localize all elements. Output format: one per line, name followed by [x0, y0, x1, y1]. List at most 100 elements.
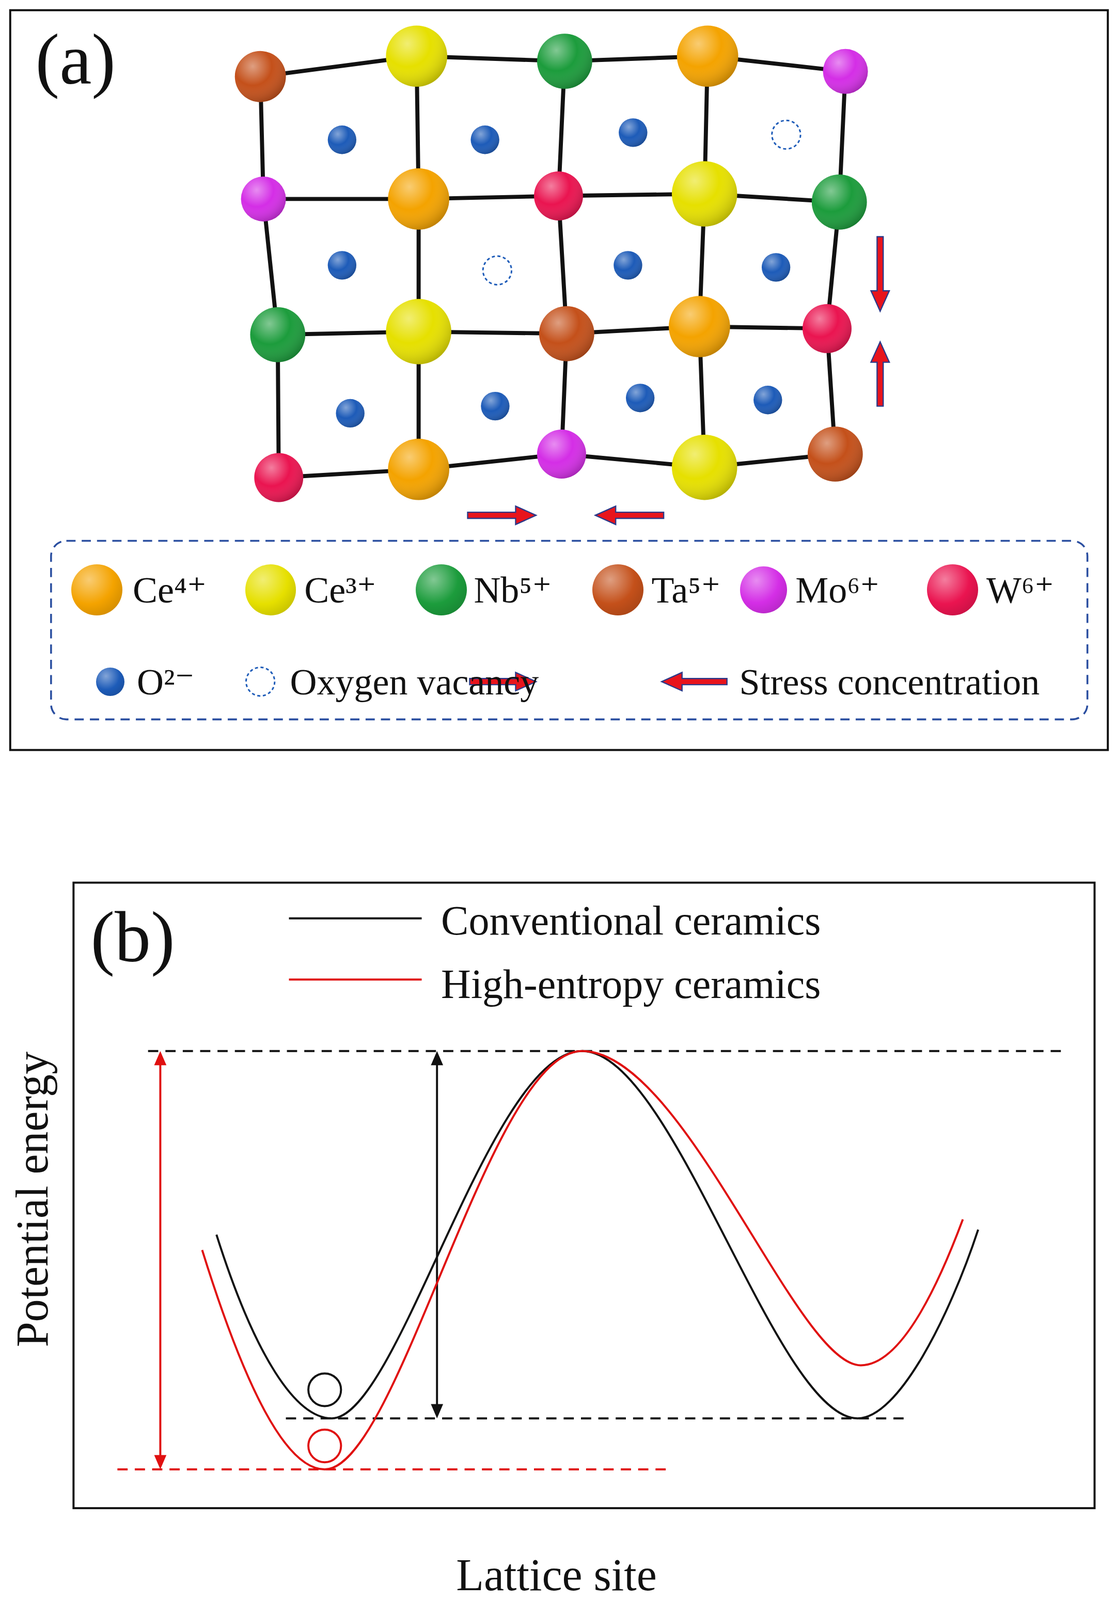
cation-shine — [807, 426, 863, 482]
particle — [308, 1429, 341, 1463]
legend-swatch — [96, 667, 125, 697]
legend-text: Mo⁶⁺ — [795, 571, 880, 609]
legend-swatch — [245, 564, 297, 616]
lattice-bond — [260, 56, 846, 478]
cation-shine — [802, 304, 852, 354]
cation — [241, 176, 287, 222]
stress-arrow — [661, 672, 728, 691]
barrier-arrow — [430, 1051, 444, 1066]
barrier-arrow — [154, 1051, 444, 1470]
oxygen-ion — [470, 125, 499, 154]
cation — [539, 306, 595, 362]
stress-arrow — [870, 237, 890, 312]
stress-arrow — [467, 237, 890, 691]
cation-shine — [387, 168, 450, 230]
energy-level — [117, 1468, 669, 1471]
cation — [249, 307, 306, 363]
legend-text: Oxygen vacancy — [290, 663, 540, 701]
barrier-arrow — [154, 1455, 167, 1470]
oxygen-vacancy — [772, 120, 801, 149]
panel-label: (b) — [90, 901, 175, 974]
cation — [668, 295, 731, 358]
cation — [385, 299, 452, 365]
lattice-bond — [699, 56, 708, 468]
cation-shine — [668, 295, 731, 358]
cation — [671, 161, 738, 227]
oxygen-ion-shine — [618, 118, 648, 147]
legend-swatch — [740, 566, 788, 614]
oxygen-ion-shine — [327, 250, 357, 280]
cation-shine — [677, 25, 739, 87]
cation-shine — [385, 25, 448, 87]
cation — [811, 174, 868, 230]
oxygen-ion-shine — [625, 383, 655, 413]
cation-shine — [537, 33, 593, 89]
lattice-bond — [826, 71, 846, 454]
oxygen-ion — [480, 391, 510, 421]
oxygen-ion — [625, 383, 655, 413]
energy-level — [148, 1050, 1067, 1053]
stress-arrow — [467, 506, 537, 525]
cation-shine — [254, 453, 304, 503]
legend-swatch — [592, 564, 644, 616]
legend-swatch — [71, 564, 123, 616]
panel-frame — [73, 883, 1095, 1510]
cation — [234, 25, 869, 502]
legend-line — [289, 978, 422, 981]
cation — [234, 51, 287, 103]
vacancy-symbol — [245, 667, 275, 697]
panel-label: (a) — [35, 23, 116, 96]
lattice-bond — [260, 76, 279, 478]
cation-shine — [234, 51, 287, 103]
energy-level — [117, 1051, 1067, 1470]
barrier-arrow — [154, 1051, 167, 1066]
energy-curve — [216, 1051, 979, 1420]
cation — [537, 33, 593, 89]
legend-text: O²⁻ — [136, 663, 195, 701]
legend-text: W⁶⁺ — [986, 571, 1055, 609]
oxygen-ion — [761, 253, 791, 282]
legend-frame — [51, 540, 1088, 720]
legend-swatch — [415, 564, 467, 616]
oxygen-ion-shine — [761, 253, 791, 282]
cation — [807, 426, 863, 482]
cation-shine — [823, 49, 869, 94]
cation — [537, 429, 587, 479]
legend-text: Ce⁴⁺ — [132, 571, 207, 609]
legend-text: Nb⁵⁺ — [473, 571, 552, 609]
legend-swatch — [926, 564, 979, 616]
cation-shine — [539, 306, 595, 362]
oxygen-ion — [327, 250, 357, 280]
oxygen-vacancy — [482, 256, 512, 285]
energy-level — [286, 1417, 904, 1420]
cation — [823, 49, 869, 94]
cation — [802, 304, 852, 354]
legend-text: Stress concentration — [739, 663, 1040, 701]
oxygen-ion-shine — [613, 250, 642, 280]
oxygen-ion — [327, 118, 791, 428]
oxygen-vacancy — [482, 120, 801, 285]
legend-text: High-entropy ceramics — [441, 963, 821, 1005]
cation-shine — [671, 434, 738, 500]
oxygen-ion-shine — [327, 118, 791, 428]
barrier-arrow — [435, 1061, 438, 1409]
cation-shine — [533, 171, 584, 221]
oxygen-ion-shine — [753, 385, 782, 415]
barrier-arrow — [159, 1061, 162, 1460]
cation — [385, 25, 448, 87]
cation-shine — [385, 299, 452, 365]
stress-arrow — [870, 341, 890, 407]
cation — [387, 438, 450, 501]
cation — [671, 434, 738, 500]
oxygen-ion — [335, 399, 365, 428]
cation-shine — [537, 429, 587, 479]
oxygen-ion — [753, 385, 782, 415]
stress-arrow — [595, 506, 664, 525]
cation-shine — [249, 307, 306, 363]
cation-shine — [671, 161, 738, 227]
legend-text: Ce³⁺ — [304, 571, 377, 609]
cation-shine — [241, 176, 287, 222]
energy-curve — [201, 1051, 963, 1470]
